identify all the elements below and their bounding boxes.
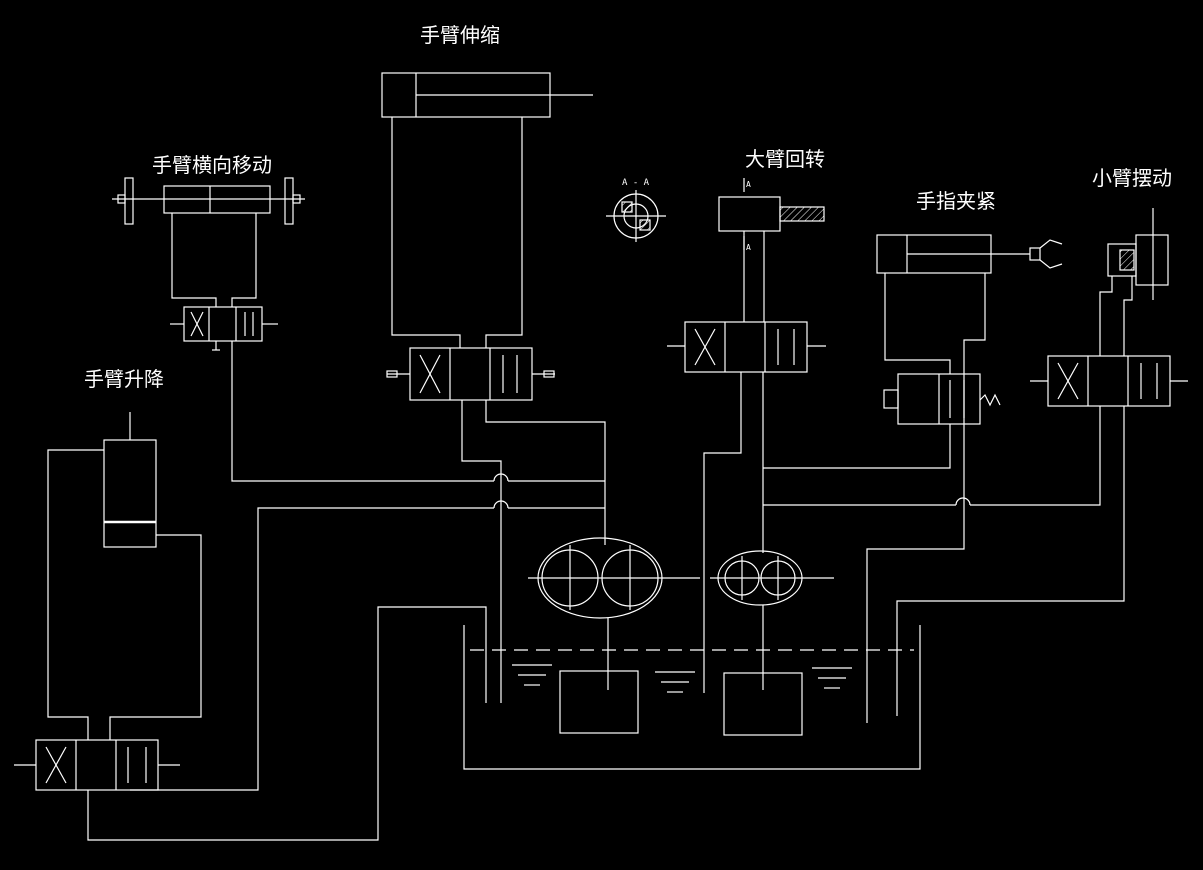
finger-clamp-cylinder [876, 234, 1063, 374]
big-arm-rotate-actuator [718, 178, 825, 322]
big-arm-rotate-valve [667, 321, 826, 373]
label-arm-extend: 手臂伸缩 [420, 23, 500, 47]
section-mark-bottom: A [746, 243, 751, 252]
arm-extend-cylinder [381, 72, 593, 348]
arm-lift-cylinder [47, 412, 202, 740]
label-finger-clamp: 手指夹紧 [916, 189, 996, 213]
section-label: A - A [622, 178, 650, 188]
label-forearm-swing: 小臂摆动 [1092, 166, 1172, 190]
arm-lateral-cylinder [112, 177, 305, 307]
label-big-arm-rotate: 大臂回转 [745, 147, 825, 171]
label-arm-lateral: 手臂横向移动 [152, 153, 272, 177]
finger-clamp-valve [883, 373, 1001, 425]
gear-pump-large [528, 537, 700, 690]
section-a-a-detail [606, 190, 666, 242]
arm-lift-valve [14, 739, 180, 791]
forearm-swing-valve [1030, 355, 1188, 407]
gear-pump-small [710, 550, 834, 690]
oil-tank [463, 625, 921, 770]
arm-extend-valve [386, 347, 555, 401]
label-arm-lift: 手臂升降 [84, 367, 164, 391]
piping [87, 341, 1125, 841]
arm-lateral-valve [170, 306, 278, 351]
section-mark-top: A [746, 180, 751, 189]
forearm-swing-actuator [1099, 208, 1169, 356]
